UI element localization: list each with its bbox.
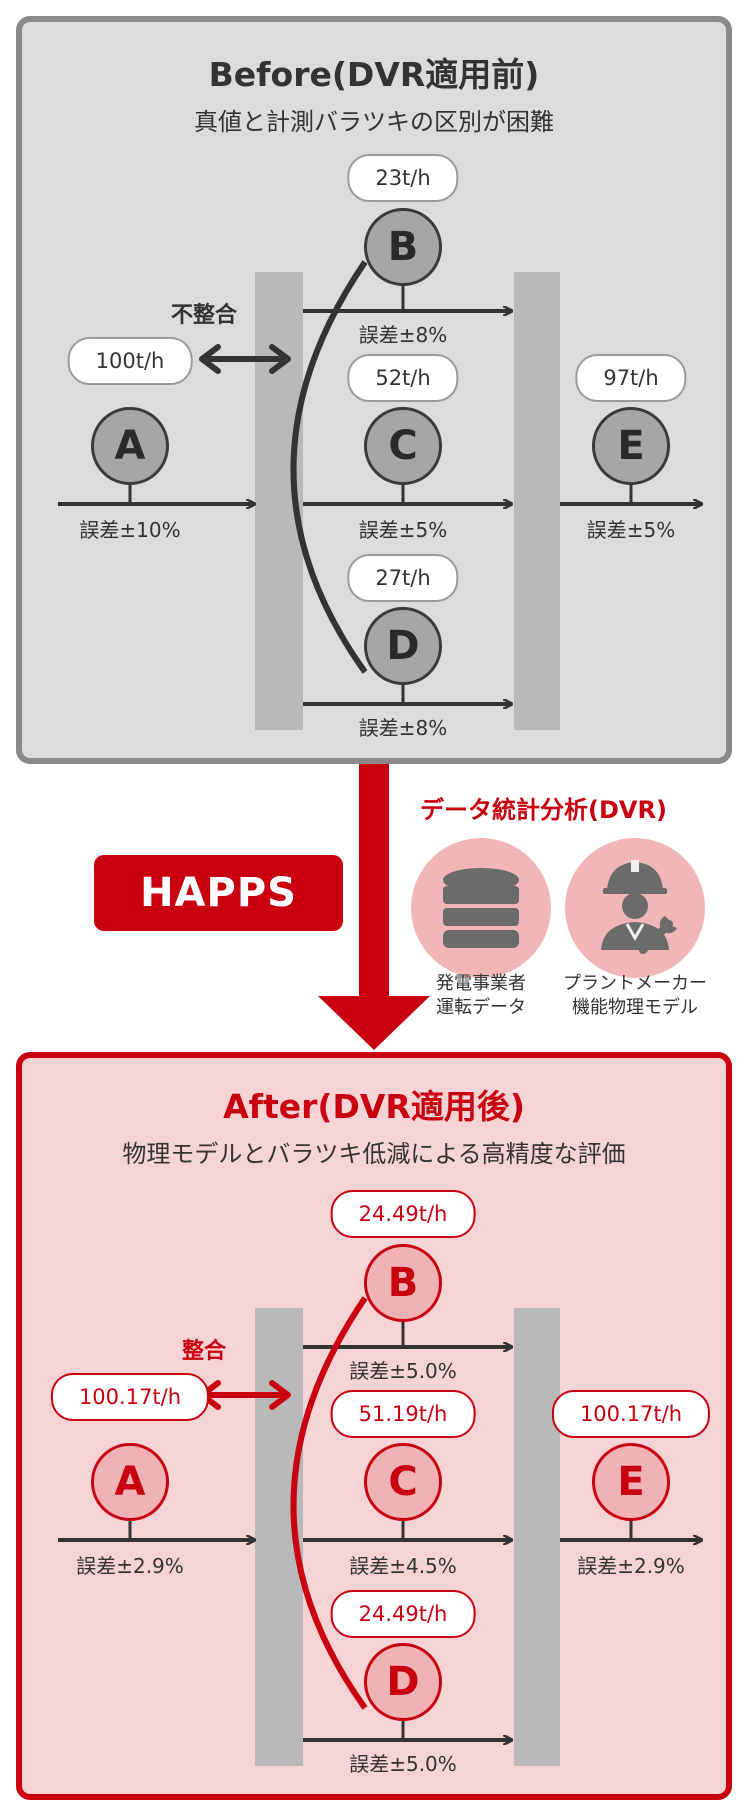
before-title: Before(DVR適用前) [208, 55, 540, 94]
flow-value-e: 97t/h [575, 354, 687, 402]
physics-model-caption-line2: 機能物理モデル [572, 997, 698, 1018]
error-label-d: 誤差±5.0% [349, 1752, 457, 1776]
operation-data-circle [411, 838, 551, 978]
dvr-title: データ統計分析(DVR) [420, 796, 667, 824]
engineer-icon [601, 860, 677, 954]
flow-value-a: 100.17t/h [50, 1373, 210, 1421]
error-label-b: 誤差±5.0% [349, 1359, 457, 1383]
physics-model-caption-line1: プラントメーカー [563, 973, 707, 994]
header-bar-right [514, 272, 560, 730]
after-panel: After(DVR適用後) 物理モデルとバラツキ低減による高精度な評価 整合 1… [16, 1052, 732, 1800]
error-label-e: 誤差±5% [586, 518, 676, 542]
sensor-node-d: D [364, 607, 442, 685]
flow-value-d: 27t/h [347, 554, 459, 602]
flow-value-c: 51.19t/h [330, 1390, 476, 1438]
operation-data-caption-line1: 発電事業者 [436, 973, 526, 994]
error-label-b: 誤差±8% [358, 323, 448, 347]
physics-model-caption: プラントメーカー 機能物理モデル [563, 972, 707, 1020]
sensor-node-b: B [364, 208, 442, 286]
after-title: After(DVR適用後) [223, 1087, 525, 1126]
mismatch-label: 不整合 [170, 303, 238, 328]
database-icon [443, 868, 519, 948]
error-label-a: 誤差±10% [79, 518, 181, 542]
before-panel: Before(DVR適用前) 真値と計測バラツキの区別が困難 不整合 100t/… [16, 16, 732, 764]
sensor-node-c: C [364, 407, 442, 485]
header-bar-right [514, 1308, 560, 1766]
sensor-node-a: A [91, 1443, 169, 1521]
flow-value-b: 23t/h [347, 154, 459, 202]
operation-data-caption: 発電事業者 運転データ [436, 972, 526, 1020]
error-label-d: 誤差±8% [358, 716, 448, 740]
match-label: 整合 [181, 1339, 227, 1364]
flow-value-c: 52t/h [347, 354, 459, 402]
balance-curve [290, 1296, 368, 1710]
balance-curve [290, 260, 368, 674]
flow-value-a: 100t/h [67, 337, 193, 385]
mismatch-double-arrow [199, 344, 291, 374]
sensor-node-c: C [364, 1443, 442, 1521]
flow-value-b: 24.49t/h [330, 1190, 476, 1238]
physics-model-circle [565, 838, 705, 978]
flow-value-e: 100.17t/h [551, 1390, 711, 1438]
sensor-node-e: E [592, 407, 670, 485]
error-label-c: 誤差±5% [358, 518, 448, 542]
before-subtitle: 真値と計測バラツキの区別が困難 [194, 108, 554, 136]
sensor-node-a: A [91, 407, 169, 485]
sensor-node-e: E [592, 1443, 670, 1521]
error-label-e: 誤差±2.9% [577, 1554, 685, 1578]
operation-data-caption-line2: 運転データ [436, 997, 526, 1018]
match-double-arrow [199, 1380, 291, 1410]
flow-value-d: 24.49t/h [330, 1590, 476, 1638]
error-label-a: 誤差±2.9% [76, 1554, 184, 1578]
after-flow-diagram [58, 1296, 738, 1766]
happs-button[interactable]: HAPPS [94, 855, 343, 931]
sensor-node-b: B [364, 1244, 442, 1322]
sensor-node-d: D [364, 1643, 442, 1721]
error-label-c: 誤差±4.5% [349, 1554, 457, 1578]
before-flow-diagram [58, 260, 738, 730]
after-subtitle: 物理モデルとバラツキ低減による高精度な評価 [122, 1140, 626, 1168]
